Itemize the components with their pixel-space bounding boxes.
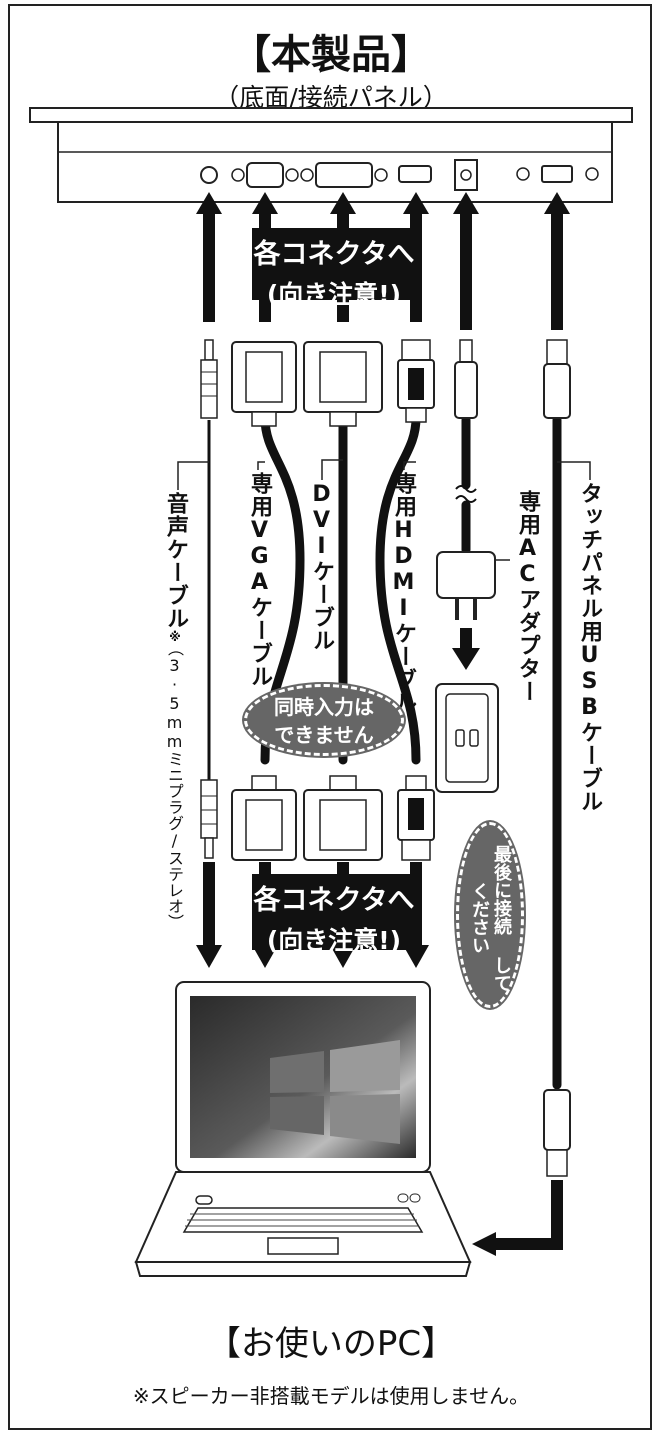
callout-connect-last-line2: してください (469, 882, 512, 992)
audio-plug-top (200, 339, 218, 419)
audio-plug-bottom (200, 779, 218, 859)
dvi-cable-label: DVIケーブル (309, 482, 334, 652)
usb-cable-label: タッチパネル用USBケーブル (577, 482, 602, 813)
wall-outlet (435, 683, 499, 793)
audio-cable-note-mark: ※ (168, 630, 182, 645)
usb-plug-top (543, 339, 571, 419)
connector-orientation-band-bottom: 各コネクタへ (向き注意!) (252, 874, 416, 955)
usb-port (516, 165, 599, 183)
vga-connector-top (231, 341, 297, 427)
band-bottom-line1: 各コネクタへ (253, 885, 415, 916)
vga-cable-label: 専用VGAケーブル (247, 472, 272, 688)
dc-power-port (454, 159, 478, 191)
cable-break-mark (455, 485, 477, 503)
windows-logo (270, 1040, 400, 1144)
hdmi-port (398, 165, 432, 183)
hdmi-cable-label: 専用HDMIケーブル (391, 472, 416, 714)
callout-connect-last-line1: 最後に接続 (491, 844, 512, 935)
dc-plug-top (454, 339, 478, 419)
connector-orientation-band-top: 各コネクタへ (向き注意!) (252, 228, 416, 309)
callout-simultaneous-line2: できません (274, 723, 374, 747)
product-title: 【本製品】 (231, 32, 431, 78)
speaker-footnote: ※スピーカー非搭載モデルは使用しません。 (132, 1384, 530, 1408)
pc-title: 【お使いのPC】 (206, 1324, 456, 1364)
vga-connector-bottom (231, 775, 297, 861)
ac-adapter-label: 専用ACアダプター (515, 490, 540, 703)
audio-cable-spec: （3·5mmミニプラグ/ステレオ） (165, 640, 184, 930)
vga-port (231, 162, 299, 188)
connect-last-callout: 最後に接続 してください (456, 822, 524, 1008)
usb-plug-bottom (543, 1089, 571, 1177)
hdmi-connector-top (397, 339, 435, 423)
simultaneous-input-callout: 同時入力は できません (244, 684, 404, 756)
callout-simultaneous-line1: 同時入力は (274, 695, 374, 719)
audio-port (200, 166, 218, 184)
dvi-connector-top (303, 341, 383, 427)
diagram-frame (8, 4, 652, 1430)
usb-return-arrow (472, 1180, 563, 1256)
band-bottom-line2: (向き注意!) (266, 926, 402, 955)
dvi-connector-bottom (303, 775, 383, 861)
audio-cable-label-text: 音声ケーブル (163, 492, 188, 630)
audio-cable-label: 音声ケーブル※ (163, 492, 188, 645)
laptop (134, 981, 472, 1277)
outlet-arrow (452, 628, 480, 670)
band-top-line1: 各コネクタへ (253, 239, 415, 270)
hdmi-connector-bottom (397, 775, 435, 861)
dvi-port (300, 162, 388, 188)
ac-adapter (436, 551, 496, 620)
band-top-line2: (向き注意!) (266, 280, 402, 309)
